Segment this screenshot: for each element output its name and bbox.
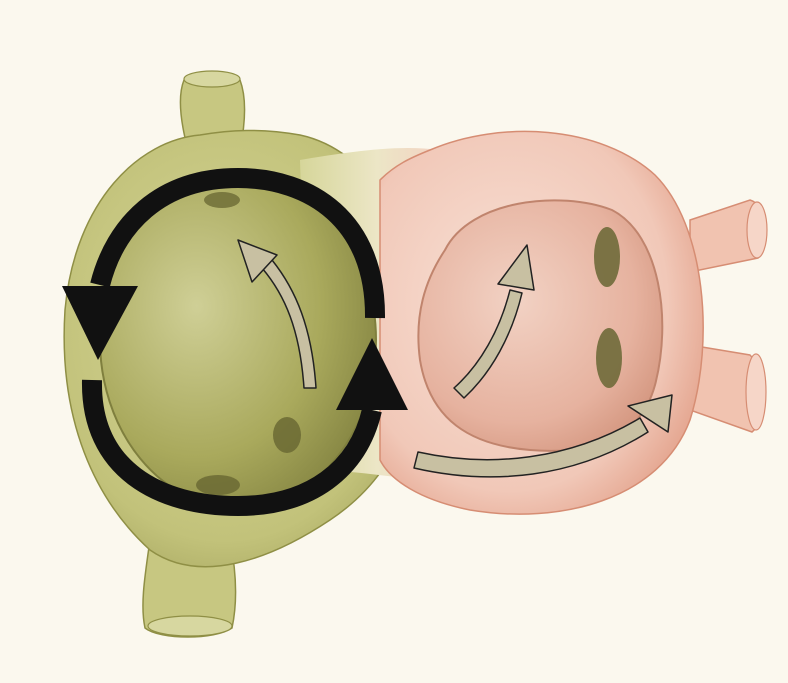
left-opening-bottom bbox=[196, 475, 240, 495]
left-top-vessel-opening bbox=[184, 71, 240, 87]
right-lower-vessel-opening bbox=[746, 354, 766, 430]
left-opening-top bbox=[204, 192, 240, 208]
right-opening-upper bbox=[594, 227, 620, 287]
right-cavity bbox=[418, 200, 662, 451]
right-cavity-wall bbox=[418, 200, 662, 451]
right-upper-vessel-opening bbox=[747, 202, 767, 258]
left-opening-right bbox=[273, 417, 301, 453]
left-bottom-vessel-opening bbox=[148, 616, 232, 636]
right-opening-lower bbox=[596, 328, 622, 388]
